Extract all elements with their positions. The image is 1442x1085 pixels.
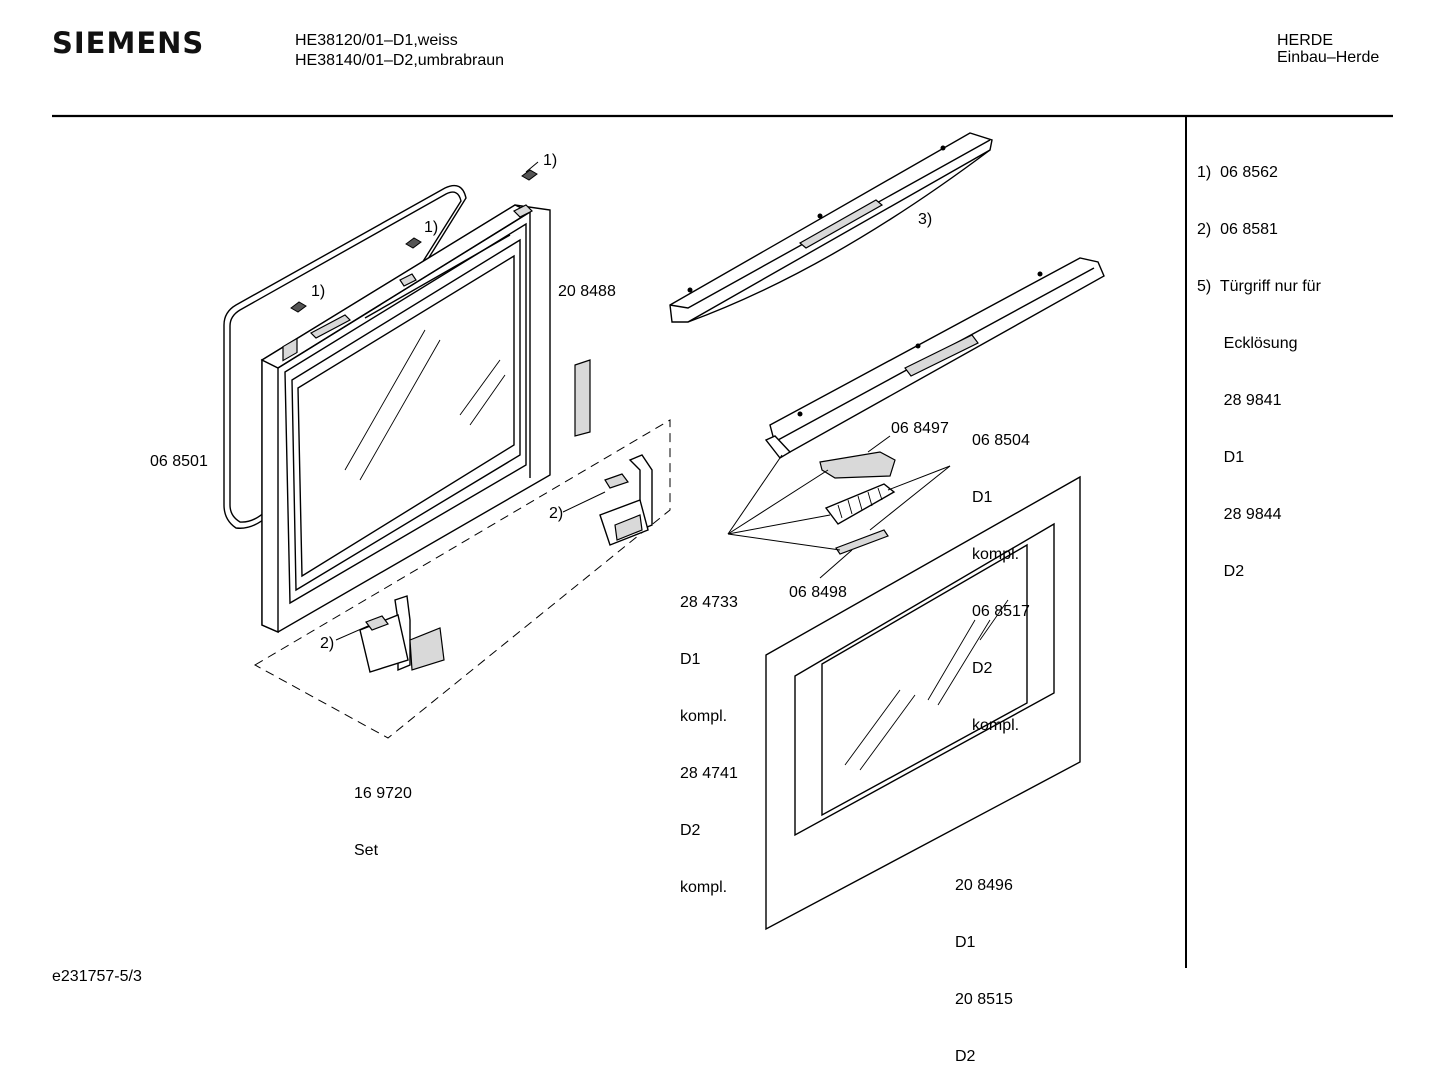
model-line-2: HE38140/01–D2,umbrabraun — [295, 52, 505, 69]
note-item: D2 — [1197, 563, 1245, 580]
part-group-line: D2 — [680, 822, 701, 839]
note-item: 1) 06 8562 — [1197, 164, 1278, 181]
part-group-068504: 06 8504 D1 kompl. 06 8517 D2 kompl. — [972, 393, 1030, 754]
inner-door-frame — [260, 204, 551, 634]
door-handle-bar — [669, 132, 993, 323]
category-subtitle: Einbau–Herde — [1277, 49, 1380, 66]
part-group-line: D1 — [972, 489, 993, 506]
part-number-208488: 20 8488 — [558, 283, 616, 300]
siemens-logo: SIEMENS — [52, 26, 205, 60]
ref-label-1: 1) — [424, 219, 439, 236]
clip-parts — [290, 169, 538, 313]
note-item: 2) 06 8581 — [1197, 221, 1278, 238]
part-number-068498: 06 8498 — [789, 584, 847, 601]
model-line-1: HE38120/01–D1,weiss — [295, 32, 458, 49]
seal-strip — [574, 359, 591, 437]
part-group-line: 06 8504 — [972, 432, 1030, 449]
part-group-284733: 28 4733 D1 kompl. 28 4741 D2 kompl. — [680, 555, 738, 916]
note-item: 5) Türgriff nur für — [1197, 278, 1321, 295]
notes-list: 1) 06 8562 2) 06 8581 5) Türgriff nur fü… — [1197, 125, 1321, 600]
part-number-068501: 06 8501 — [150, 453, 208, 470]
note-item: 28 9844 — [1197, 506, 1282, 523]
drawing-id: e231757-5/3 — [52, 968, 142, 985]
part-group-line: 06 8517 — [972, 603, 1030, 620]
part-group-line: 28 4733 — [680, 594, 738, 611]
part-group-line: Set — [354, 842, 379, 859]
exploded-parts-diagram — [52, 114, 1393, 968]
part-group-line: kompl. — [972, 546, 1020, 563]
part-group-169720: 16 9720 Set — [354, 746, 412, 879]
handle-small-parts — [819, 451, 896, 555]
part-number-068497: 06 8497 — [891, 420, 949, 437]
outer-door-glass — [765, 475, 1081, 931]
part-group-line: D1 — [955, 934, 976, 951]
category-title: HERDE — [1277, 32, 1334, 49]
part-group-line: D2 — [955, 1048, 976, 1065]
part-group-line: 20 8496 — [955, 877, 1013, 894]
note-item: D1 — [1197, 449, 1245, 466]
part-group-line: kompl. — [972, 717, 1020, 734]
ref-label-1: 1) — [543, 152, 558, 169]
part-group-line: D2 — [972, 660, 993, 677]
hinge-parts — [359, 454, 653, 673]
note-item: 28 9841 — [1197, 392, 1282, 409]
note-item: Ecklösung — [1197, 335, 1298, 352]
part-group-line: 28 4741 — [680, 765, 738, 782]
part-group-line: 16 9720 — [354, 785, 412, 802]
ref-label-2: 2) — [549, 505, 564, 522]
leader-lines — [335, 161, 951, 641]
door-seal — [223, 184, 467, 529]
ref-label-2: 2) — [320, 635, 335, 652]
part-group-line: 20 8515 — [955, 991, 1013, 1008]
part-group-line: D1 — [680, 651, 701, 668]
part-group-208496: 20 8496 D1 20 8515 D2 — [955, 838, 1013, 1085]
ref-label-1: 1) — [311, 283, 326, 300]
hinge-set-outline — [253, 419, 671, 739]
handle-profile — [764, 257, 1105, 459]
part-group-line: kompl. — [680, 708, 728, 725]
ref-label-3: 3) — [918, 211, 933, 228]
door-seal-inner — [229, 191, 462, 523]
part-group-line: kompl. — [680, 879, 728, 896]
